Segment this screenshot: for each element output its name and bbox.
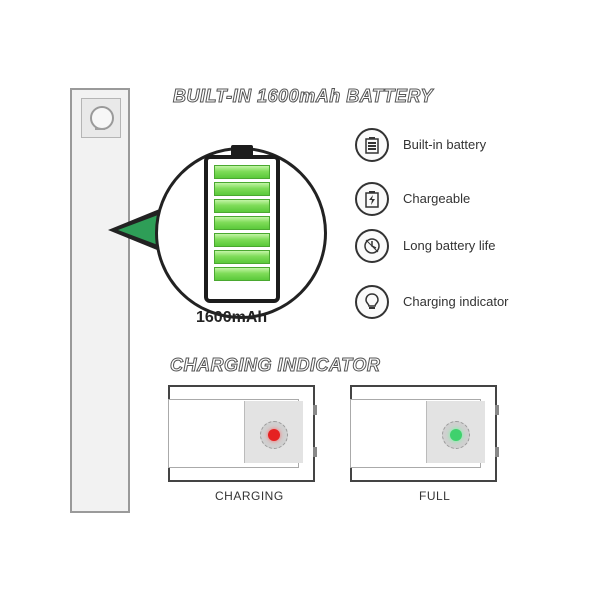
battery-terminal xyxy=(231,145,253,156)
bar-clip xyxy=(313,405,317,415)
light-bar-illustration xyxy=(70,88,130,513)
sensor-slot xyxy=(95,128,105,130)
motion-sensor xyxy=(81,98,121,138)
battery-cell xyxy=(214,250,270,264)
feature-label: Chargeable xyxy=(403,191,471,206)
indicator-area xyxy=(426,401,485,463)
battery-icon xyxy=(355,128,389,162)
battery-cell xyxy=(214,165,270,179)
full-state-label: FULL xyxy=(419,489,451,503)
battery-cell xyxy=(214,182,270,196)
capacity-label: 1600mAh xyxy=(196,309,268,326)
red-led-icon xyxy=(268,429,280,441)
charge-icon xyxy=(355,182,389,216)
full-state-panel xyxy=(350,385,499,482)
bar-clip xyxy=(495,405,499,415)
battery-icon xyxy=(204,155,280,303)
feature-label: Built-in battery xyxy=(403,137,487,152)
charging-state-panel xyxy=(168,385,317,482)
battery-cell xyxy=(214,233,270,247)
battery-section-title: BUILT-IN 1600mAh BATTERY xyxy=(172,86,434,107)
indicator-area xyxy=(244,401,303,463)
feature-label: Charging indicator xyxy=(403,294,509,309)
charging-section-title: CHARGING INDICATOR xyxy=(169,355,381,376)
callout-pointer-fill xyxy=(118,215,158,245)
bar-clip xyxy=(495,447,499,457)
green-led-icon xyxy=(450,429,462,441)
indicator-ring xyxy=(260,421,288,449)
battery-cell xyxy=(214,267,270,281)
bar-clip xyxy=(313,447,317,457)
battery-cell xyxy=(214,216,270,230)
bulb-icon xyxy=(355,285,389,319)
indicator-ring xyxy=(442,421,470,449)
feature-label: Long battery life xyxy=(403,238,496,253)
clock-icon xyxy=(355,229,389,263)
sensor-lens-icon xyxy=(90,106,114,130)
battery-cell xyxy=(214,199,270,213)
charging-state-label: CHARGING xyxy=(215,489,284,503)
